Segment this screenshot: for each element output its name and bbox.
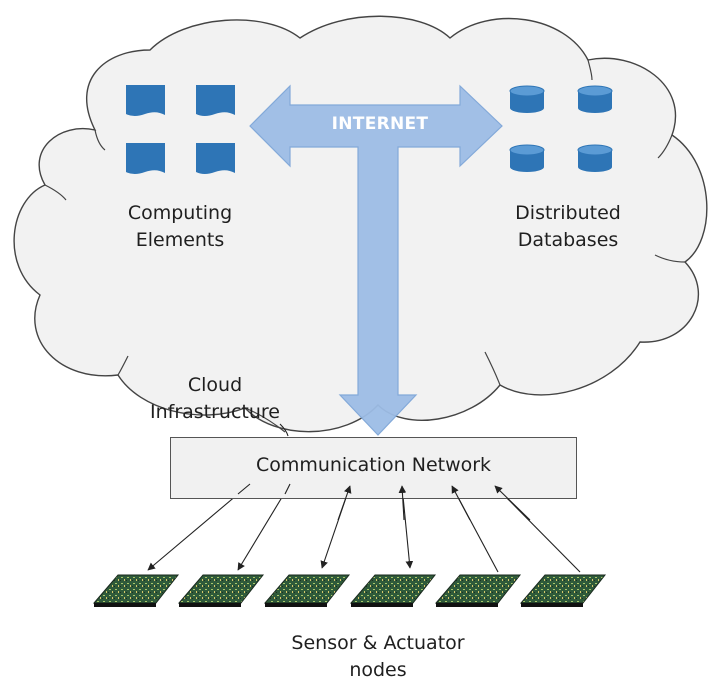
document-icon — [196, 85, 235, 116]
document-icon — [196, 143, 235, 174]
databases-label-line2: Databases — [517, 229, 619, 251]
database-icon — [577, 85, 613, 113]
database-icon — [509, 85, 545, 113]
computing-elements-label: Computing Elements — [100, 200, 260, 254]
circuit-board-icon — [263, 574, 351, 607]
computing-elements-icons — [126, 85, 235, 174]
databases-label-line1: Distributed — [515, 202, 621, 224]
database-icons — [509, 85, 613, 172]
distributed-databases-label: Distributed Databases — [488, 200, 648, 254]
nodes-label-line2: nodes — [349, 659, 407, 681]
database-icon — [509, 144, 545, 172]
circuit-board-icon — [349, 574, 437, 607]
cloud-infrastructure-label: Cloud Infrastructure — [140, 372, 290, 426]
document-icon — [126, 143, 165, 174]
circuit-board-icon — [519, 574, 607, 607]
database-icon — [577, 144, 613, 172]
computing-label-line1: Computing — [127, 202, 233, 224]
nodes-label-line1: Sensor & Actuator — [291, 632, 465, 654]
sensor-nodes — [92, 574, 607, 607]
document-icon — [126, 85, 165, 116]
internet-arrow — [249, 84, 503, 436]
sensor-actuator-label: Sensor & Actuator nodes — [270, 630, 486, 684]
cloud-label-line2: Infrastructure — [149, 401, 280, 423]
computing-label-line2: Elements — [135, 229, 225, 251]
circuit-board-icon — [177, 574, 265, 607]
circuit-board-icon — [92, 574, 180, 607]
circuit-board-icon — [434, 574, 522, 607]
cloud-label-line1: Cloud — [187, 374, 243, 396]
internet-label: INTERNET — [331, 114, 429, 134]
communication-network-label: Communication Network — [255, 454, 492, 476]
